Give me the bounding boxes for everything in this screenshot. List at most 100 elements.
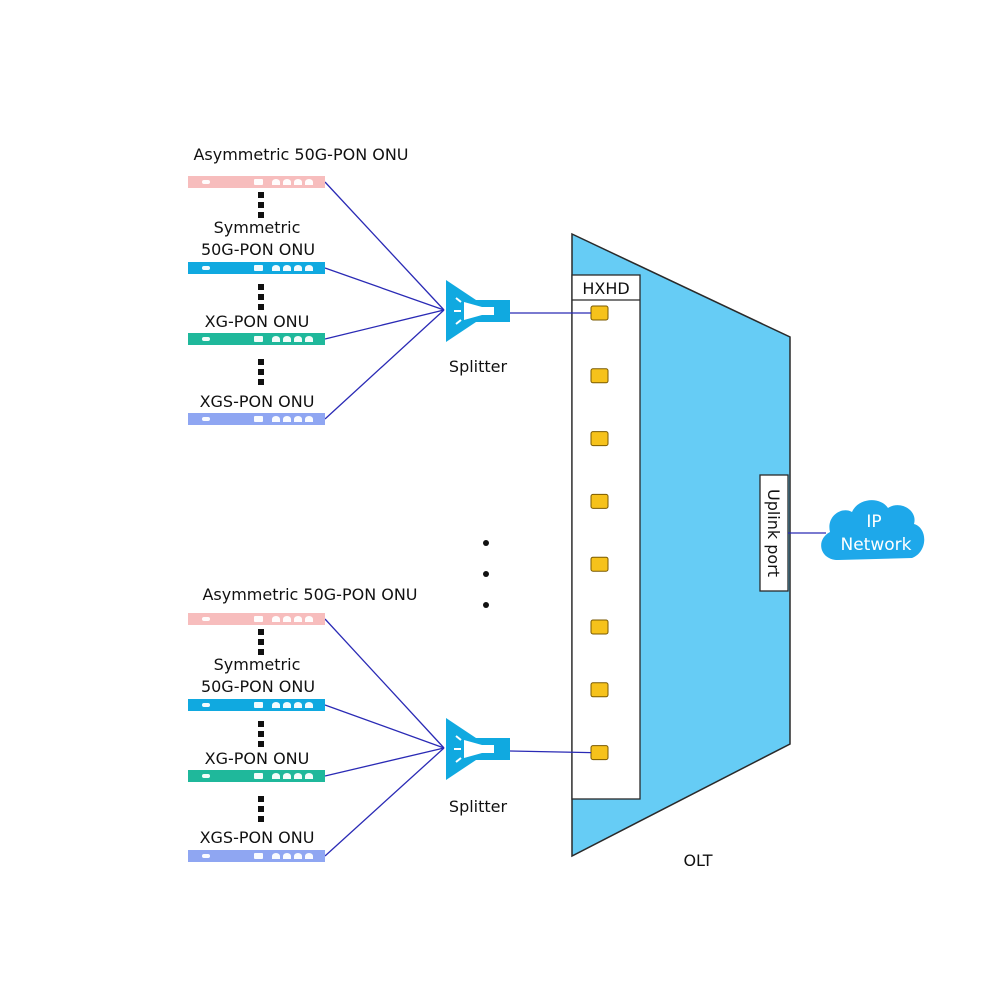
onu-label: 50G-PON ONU [201, 677, 315, 696]
ellipsis-dot [258, 359, 264, 365]
onu-label: Symmetric [214, 655, 301, 674]
cloud-label-line2: Network [841, 535, 912, 555]
ethernet-port-icon [283, 702, 291, 708]
ethernet-port-icon [283, 853, 291, 859]
fiber-link [324, 618, 445, 749]
onu-label: 50G-PON ONU [201, 240, 315, 259]
port-icon [254, 265, 263, 271]
pon-port [590, 305, 609, 321]
ethernet-port-icon [272, 416, 280, 422]
onu-groups: Asymmetric 50G-PON ONU Symmetric 50G-PON O… [188, 145, 592, 862]
ethernet-port-icon [294, 773, 302, 779]
led-icon [202, 180, 210, 184]
ellipsis-dot [258, 629, 264, 635]
onu-device: Symmetric 50G-PON ONU [188, 218, 325, 274]
led-icon [202, 854, 210, 858]
onu-label: XGS-PON ONU [200, 392, 315, 411]
onu-label: XG-PON ONU [205, 749, 310, 768]
led-icon [202, 417, 210, 421]
onu-label: Symmetric [214, 218, 301, 237]
onu-device: XGS-PON ONU [188, 828, 325, 862]
ellipsis-dot [258, 796, 264, 802]
splitter-icon [446, 718, 510, 780]
ip-network-cloud: IP Network [821, 500, 925, 560]
port-icon [254, 179, 263, 185]
ethernet-port-icon [294, 702, 302, 708]
splitter-icon [446, 280, 510, 342]
ethernet-port-icon [294, 853, 302, 859]
splitter-ray [455, 319, 462, 325]
led-icon [202, 266, 210, 270]
ethernet-port-icon [283, 616, 291, 622]
ellipsis-dot [258, 304, 264, 310]
ellipsis-dot [483, 571, 489, 577]
ethernet-port-icon [294, 265, 302, 271]
fiber-link [324, 309, 445, 340]
pon-port [590, 493, 609, 509]
ethernet-port-icon [272, 702, 280, 708]
uplink-port [759, 474, 789, 592]
ellipsis-dot [258, 284, 264, 290]
port-icon [254, 616, 263, 622]
onu-device: Symmetric 50G-PON ONU [188, 655, 325, 711]
port-icon [254, 336, 263, 342]
onu-label: Asymmetric 50G-PON ONU [193, 145, 408, 164]
ethernet-port-icon [272, 265, 280, 271]
port-icon [254, 773, 263, 779]
ethernet-port-icon [305, 265, 313, 271]
ethernet-port-icon [305, 702, 313, 708]
ellipsis-dot [258, 731, 264, 737]
ellipsis-dot [483, 540, 489, 546]
ellipsis-dot [258, 379, 264, 385]
splitter-label: Splitter [449, 797, 508, 816]
onu-device: Asymmetric 50G-PON ONU [188, 585, 418, 625]
ethernet-port-icon [283, 265, 291, 271]
ellipsis-dot [483, 602, 489, 608]
ethernet-port-icon [283, 179, 291, 185]
pon-ports [590, 305, 609, 761]
splitter-ray [455, 735, 462, 741]
onu-device: XG-PON ONU [188, 749, 325, 782]
led-icon [202, 337, 210, 341]
ellipsis-dot [258, 816, 264, 822]
ellipsis-dot [258, 649, 264, 655]
port-icon [254, 702, 263, 708]
led-icon [202, 774, 210, 778]
fiber-link [324, 747, 445, 777]
fiber-link [324, 704, 445, 749]
pon-port [590, 745, 609, 761]
onu-label: XGS-PON ONU [200, 828, 315, 847]
ethernet-port-icon [283, 336, 291, 342]
ethernet-port-icon [272, 179, 280, 185]
pon-port [590, 619, 609, 635]
pon-port [590, 431, 609, 447]
ellipsis-dot [258, 212, 264, 218]
hxhd-board-label: HXHD [582, 279, 629, 298]
feeder-link [509, 750, 592, 754]
ethernet-port-icon [305, 616, 313, 622]
ethernet-port-icon [272, 336, 280, 342]
ethernet-port-icon [294, 416, 302, 422]
ellipsis-dot [258, 202, 264, 208]
ethernet-port-icon [305, 179, 313, 185]
onu-label: XG-PON ONU [205, 312, 310, 331]
uplink-port-label: Uplink port [764, 489, 783, 577]
ellipsis-dot [258, 741, 264, 747]
led-icon [202, 617, 210, 621]
ethernet-port-icon [272, 853, 280, 859]
ethernet-port-icon [305, 853, 313, 859]
cloud-label-line1: IP [866, 512, 881, 532]
onu-device: XG-PON ONU [188, 312, 325, 345]
ethernet-port-icon [305, 416, 313, 422]
port-icon [254, 853, 263, 859]
ethernet-port-icon [283, 773, 291, 779]
splitter-ray [455, 757, 462, 763]
cloud-icon [821, 500, 925, 560]
onu-group: Asymmetric 50G-PON ONU Symmetric 50G-PON O… [188, 585, 592, 862]
ethernet-port-icon [283, 416, 291, 422]
pon-port [590, 556, 609, 572]
ellipsis-dot [258, 192, 264, 198]
ethernet-port-icon [294, 179, 302, 185]
fiber-link [324, 267, 445, 311]
